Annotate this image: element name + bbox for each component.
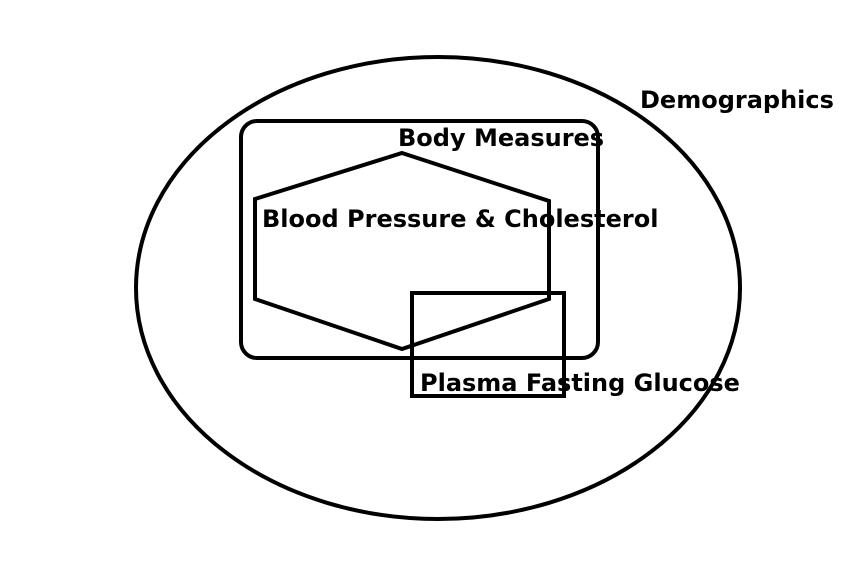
demographics-label: Demographics bbox=[640, 86, 834, 114]
plasma-fasting-glucose-label: Plasma Fasting Glucose bbox=[420, 369, 740, 397]
plasma-fasting-glucose-rect bbox=[410, 291, 566, 398]
demographics-ellipse bbox=[134, 55, 742, 521]
blood-pressure-cholesterol-hexagon bbox=[253, 150, 551, 352]
body-measures-rect bbox=[239, 119, 600, 360]
blood-pressure-cholesterol-label: Blood Pressure & Cholesterol bbox=[262, 205, 658, 233]
body-measures-label: Body Measures bbox=[398, 124, 604, 152]
